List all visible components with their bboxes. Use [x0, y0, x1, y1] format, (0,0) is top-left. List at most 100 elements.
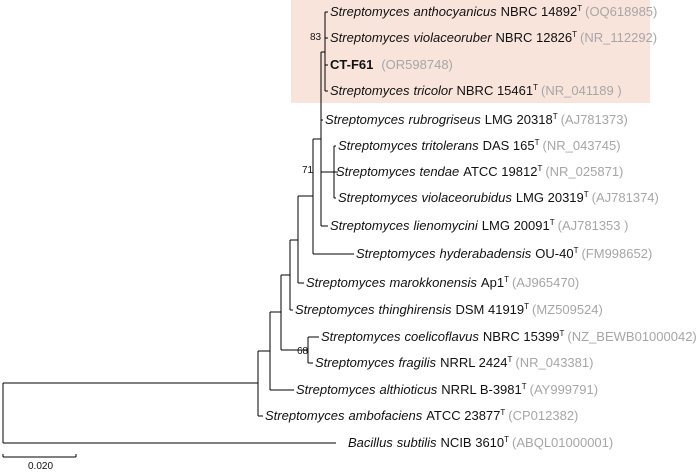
- genus-name: Streptomyces: [356, 246, 436, 261]
- species-name: marokkonensis: [389, 275, 477, 290]
- genus-name: Streptomyces: [315, 355, 395, 370]
- type-strain-mark: T: [534, 138, 540, 147]
- accession-number: (NR_112292): [580, 30, 658, 45]
- genus-name: Streptomyces: [336, 164, 416, 179]
- accession-number: (AJ781353 ): [557, 218, 629, 233]
- genus-name: Streptomyces: [295, 302, 375, 317]
- bootstrap-value: 68: [297, 346, 309, 357]
- strain-name: DAS 165: [482, 138, 535, 153]
- strain-name: ATCC 23877: [426, 408, 501, 423]
- strain-name: NBRC 15461: [456, 83, 534, 98]
- strain-name: NBRC 15399: [482, 329, 560, 344]
- strain-name: DSM 41919: [455, 302, 525, 317]
- isolate-name: CT-F61: [330, 57, 374, 72]
- type-strain-mark: T: [552, 112, 558, 121]
- strain-name: OU-40: [535, 246, 574, 261]
- genus-name: Streptomyces: [330, 4, 410, 19]
- genus-name: Bacillus: [348, 435, 393, 450]
- accession-number: (NR_025871): [545, 164, 624, 179]
- genus-name: Streptomyces: [338, 190, 418, 205]
- species-name: thinghirensis: [378, 302, 452, 317]
- species-name: violaceoruber: [413, 30, 492, 45]
- bootstrap-value: 71: [302, 165, 314, 176]
- strain-name: Ap1: [480, 275, 505, 290]
- type-strain-mark: T: [504, 435, 510, 444]
- type-strain-mark: T: [507, 355, 513, 364]
- strain-name: ATCC 19812: [463, 164, 538, 179]
- strain-name: NRRL B-3981: [441, 382, 522, 397]
- genus-name: Streptomyces: [321, 329, 401, 344]
- accession-number: (AY999791): [529, 382, 599, 397]
- strain-name: LMG 20091: [481, 218, 550, 233]
- strain-name: NCIB 3610: [440, 435, 505, 450]
- species-name: tricolor: [413, 83, 453, 98]
- type-strain-mark: T: [524, 302, 530, 311]
- species-name: coelicoflavus: [404, 329, 479, 344]
- genus-name: Streptomyces: [325, 112, 405, 127]
- type-strain-mark: T: [521, 382, 527, 391]
- accession-number: (AJ781374): [591, 190, 659, 205]
- highlighted-clade-box: [291, 0, 650, 103]
- accession-number: (AJ965470): [511, 275, 580, 290]
- type-strain-mark: T: [549, 218, 555, 227]
- genus-name: Streptomyces: [330, 83, 410, 98]
- scale-bar-label: 0.020: [28, 461, 54, 472]
- species-name: fragilis: [398, 355, 437, 370]
- species-name: tendae: [419, 164, 460, 179]
- strain-name: LMG 20318: [484, 112, 553, 127]
- type-strain-mark: T: [537, 164, 543, 173]
- bootstrap-value: 83: [310, 32, 322, 43]
- genus-name: Streptomyces: [330, 218, 410, 233]
- accession-number: (NR_043381): [515, 355, 594, 370]
- accession-number: (FM998652): [581, 246, 653, 261]
- genus-name: Streptomyces: [265, 408, 345, 423]
- strain-name: NBRC 12826: [495, 30, 573, 45]
- accession-number: (MZ509524): [532, 302, 603, 317]
- accession-number: (NZ_BEWB01000042): [567, 329, 697, 344]
- strain-name: NRRL 2424: [440, 355, 508, 370]
- accession-number: (NR_043745): [542, 138, 621, 153]
- type-strain-mark: T: [572, 30, 578, 39]
- species-name: anthocyanicus: [413, 4, 497, 19]
- accession-number: (CP012382): [508, 408, 579, 423]
- leaf-label-isolate: CT-F61 (OR598748): [330, 58, 453, 72]
- species-name: rubrogriseus: [408, 112, 481, 127]
- species-name: hyderabadensis: [439, 246, 532, 261]
- type-strain-mark: T: [500, 408, 506, 417]
- genus-name: Streptomyces: [338, 138, 418, 153]
- type-strain-mark: T: [573, 246, 579, 255]
- type-strain-mark: T: [577, 4, 583, 13]
- accession-number: (OR598748): [381, 57, 453, 72]
- type-strain-mark: T: [559, 329, 565, 338]
- species-name: subtilis: [396, 435, 437, 450]
- strain-name: NBRC 14892: [500, 4, 578, 19]
- genus-name: Streptomyces: [296, 382, 376, 397]
- genus-name: Streptomyces: [330, 30, 410, 45]
- accession-number: (ABQL01000001): [512, 435, 614, 450]
- type-strain-mark: T: [583, 190, 589, 199]
- species-name: lienomycini: [413, 218, 478, 233]
- species-name: ambofaciens: [348, 408, 423, 423]
- accession-number: (NR_041189 ): [541, 83, 622, 98]
- type-strain-mark: T: [533, 83, 538, 92]
- accession-number: (AJ781373): [560, 112, 628, 127]
- strain-name: LMG 20319: [515, 190, 584, 205]
- type-strain-mark: T: [504, 275, 509, 284]
